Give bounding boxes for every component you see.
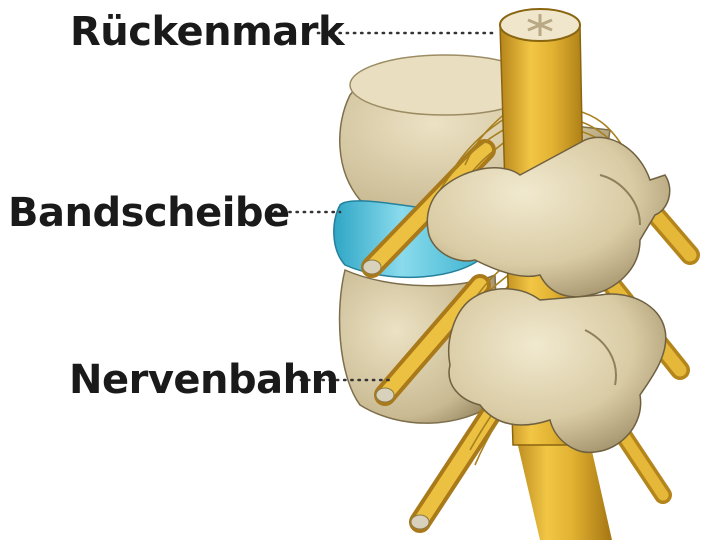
label-spinal-cord: Rückenmark bbox=[70, 12, 344, 52]
label-disc: Bandscheibe bbox=[8, 193, 290, 233]
label-nerve: Nervenbahn bbox=[69, 360, 339, 400]
